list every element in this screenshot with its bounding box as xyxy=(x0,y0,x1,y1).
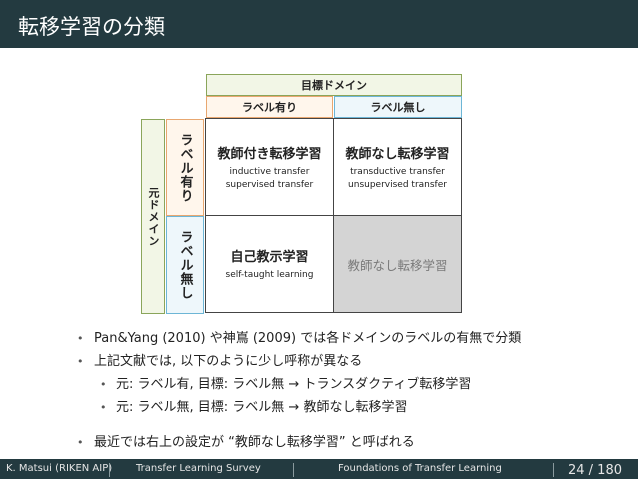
bullet-text: 元: ラベル無, 目標: ラベル無 → 教師なし転移学習 xyxy=(116,400,408,415)
sub-bullet-item: • 元: ラベル無, 目標: ラベル無 → 教師なし転移学習 xyxy=(74,396,521,419)
source-domain-header: 元ドメイン xyxy=(141,119,165,314)
cell-unsupervised-transfer: 教師なし転移学習 transductive transfer unsupervi… xyxy=(333,118,462,216)
bullet-text: 最近では右上の設定が “教師なし転移学習” と呼ばれる xyxy=(94,435,415,450)
footer-section: Foundations of Transfer Learning xyxy=(338,463,502,474)
footer-separator xyxy=(293,463,294,477)
cell-sub-line: self-taught learning xyxy=(225,270,314,280)
bullet-item: • 最近では右上の設定が “教師なし転移学習” と呼ばれる xyxy=(74,431,521,454)
bullet-text: 元: ラベル有, 目標: ラベル無 → トランスダクティブ転移学習 xyxy=(116,377,472,392)
bullet-dot-icon: • xyxy=(100,401,107,414)
cell-main-label: 自己教示学習 xyxy=(230,250,309,265)
cell-sub-line: inductive transfer xyxy=(229,166,310,177)
cell-main-label: 教師なし転移学習 xyxy=(347,257,448,273)
slide-title-bar: 転移学習の分類 xyxy=(0,0,638,48)
bullet-item: • Pan&Yang (2010) や神嶌 (2009) では各ドメインのラベル… xyxy=(74,327,521,350)
bullet-item: • 上記文献では, 以下のように少し呼称が異なる xyxy=(74,350,521,373)
bullet-dot-icon: • xyxy=(77,436,84,449)
source-domain-label: 元ドメイン xyxy=(147,186,160,247)
source-unlabeled-label: ラベル無し xyxy=(177,230,193,300)
bullet-text: 上記文献では, 以下のように少し呼称が異なる xyxy=(94,354,363,369)
cell-main-label: 教師付き転移学習 xyxy=(217,146,322,162)
bullet-dot-icon: • xyxy=(100,378,107,391)
cell-sub-label: inductive transfer supervised transfer xyxy=(226,166,314,192)
footer-page-number: 24 / 180 xyxy=(568,463,622,478)
slide-footer: K. Matsui (RIKEN AIP) Transfer Learning … xyxy=(0,459,638,479)
footer-author: K. Matsui (RIKEN AIP) xyxy=(6,463,113,474)
target-domain-header: 目標ドメイン xyxy=(206,74,462,96)
bullet-dot-icon: • xyxy=(77,332,84,345)
source-unlabeled-header: ラベル無し xyxy=(166,216,204,314)
cell-self-taught-learning: 自己教示学習 self-taught learning xyxy=(205,215,334,313)
cell-sub-line: unsupervised transfer xyxy=(348,179,447,190)
target-unlabeled-header: ラベル無し xyxy=(334,96,462,118)
source-labeled-header: ラベル有り xyxy=(166,119,204,216)
bullet-text: Pan&Yang (2010) や神嶌 (2009) では各ドメインのラベルの有… xyxy=(94,331,522,346)
slide-title: 転移学習の分類 xyxy=(18,15,165,39)
footer-short-title: Transfer Learning Survey xyxy=(136,463,261,474)
cell-unsupervised-transfer-grey: 教師なし転移学習 xyxy=(333,215,462,313)
bullet-dot-icon: • xyxy=(77,355,84,368)
bullet-list: • Pan&Yang (2010) や神嶌 (2009) では各ドメインのラベル… xyxy=(74,327,521,454)
cell-supervised-transfer: 教師付き転移学習 inductive transfer supervised t… xyxy=(205,118,334,216)
cell-sub-line: supervised transfer xyxy=(225,179,314,190)
source-labeled-label: ラベル有り xyxy=(177,132,193,203)
cell-sub-line: transductive transfer xyxy=(350,166,445,177)
footer-separator xyxy=(109,463,110,477)
footer-separator xyxy=(553,463,554,477)
target-labeled-header: ラベル有り xyxy=(206,96,333,118)
sub-bullet-item: • 元: ラベル有, 目標: ラベル無 → トランスダクティブ転移学習 xyxy=(74,373,521,396)
cell-sub-label: transductive transfer unsupervised trans… xyxy=(348,166,447,192)
cell-main-label: 教師なし転移学習 xyxy=(345,146,450,162)
